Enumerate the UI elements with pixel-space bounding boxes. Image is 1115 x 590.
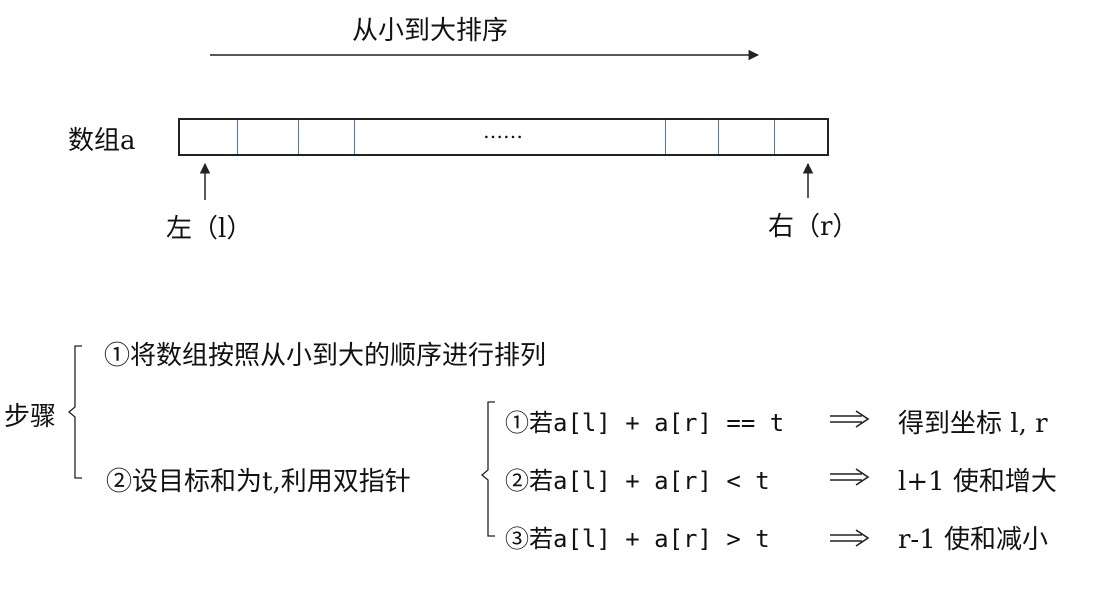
case-1-condition: ①若a[l] + a[r] == t bbox=[505, 409, 785, 437]
array-ellipsis: …… bbox=[483, 119, 523, 143]
right-pointer-label: 右（r） bbox=[768, 212, 859, 242]
steps-bracket bbox=[67, 345, 82, 479]
sort-direction-title: 从小到大排序 bbox=[352, 16, 509, 46]
step-2-text: ②设目标和为t,利用双指针 bbox=[106, 467, 411, 497]
cell-divider bbox=[718, 120, 719, 154]
case-3-condition: ③若a[l] + a[r] > t bbox=[505, 525, 770, 553]
steps-label: 步骤 bbox=[4, 402, 57, 432]
case-2-condition: ②若a[l] + a[r] < t bbox=[505, 467, 770, 495]
cell-divider bbox=[774, 120, 775, 154]
cell-divider bbox=[237, 120, 238, 154]
array-label: 数组a bbox=[68, 126, 136, 156]
cases-bracket bbox=[480, 401, 495, 537]
cell-divider bbox=[354, 120, 355, 154]
cell-divider bbox=[665, 120, 666, 154]
left-pointer-label: 左（l） bbox=[166, 214, 253, 244]
case-1-implies-arrow bbox=[830, 410, 870, 428]
array-box bbox=[178, 118, 829, 156]
case-2-implies-arrow bbox=[830, 468, 870, 486]
cell-divider bbox=[298, 120, 299, 154]
case-3-result: r-1 使和减小 bbox=[898, 525, 1049, 555]
case-3-implies-arrow bbox=[830, 529, 870, 547]
case-1-result: 得到坐标 l, r bbox=[898, 409, 1048, 439]
step-1-text: ①将数组按照从小到大的顺序进行排列 bbox=[104, 341, 547, 371]
case-2-result: l+1 使和增大 bbox=[898, 467, 1057, 497]
